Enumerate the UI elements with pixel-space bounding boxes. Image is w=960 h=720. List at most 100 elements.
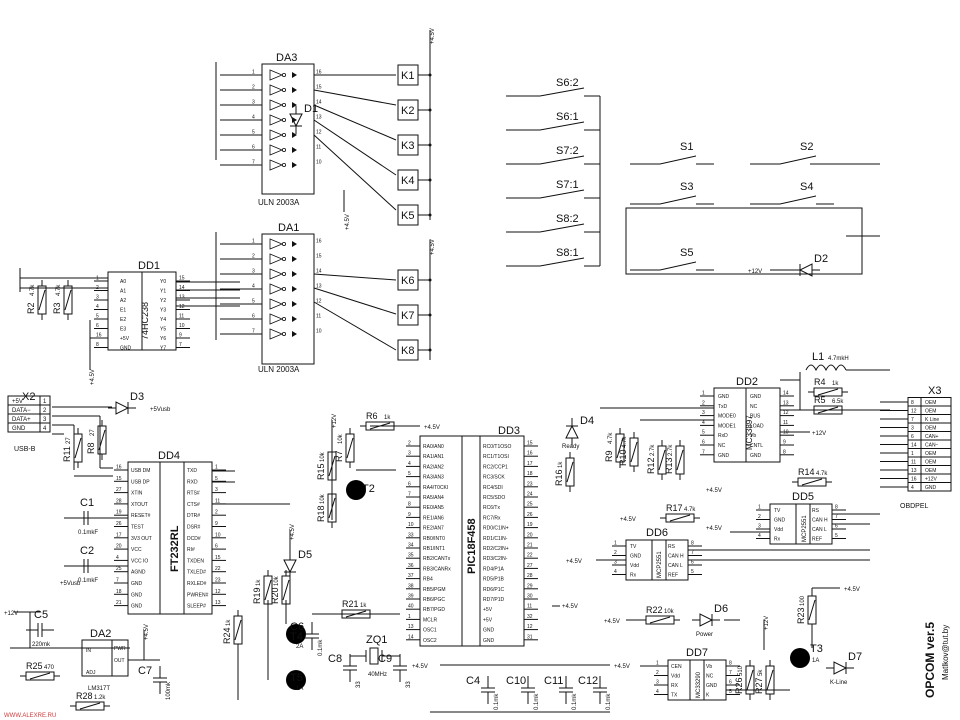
dd2-pin-num: 14 (783, 391, 789, 397)
dd3-pin-num: 13 (408, 624, 414, 630)
svg-text:K2: K2 (401, 105, 414, 117)
dd4-pin-name: TXD (187, 468, 197, 474)
dd3-pin-name: RB1/INT1 (423, 546, 445, 552)
dd4-pin-num: 7 (116, 578, 119, 584)
capacitor-label: C2 (80, 545, 94, 557)
capacitor-value: 0.1mkF (78, 578, 98, 584)
resistor-value: 1.2k (94, 695, 106, 701)
dd3-pin-name: RE1/AN6 (423, 515, 444, 521)
capacitor-label: C10 (506, 675, 526, 687)
dd4-pin-name: XTIN (131, 491, 143, 497)
x3-pin-name: K Line (925, 417, 939, 423)
dd2-pin-name: MODE1 (718, 423, 736, 429)
capacitor-label: C4 (466, 675, 480, 687)
capacitor-label: C6 (290, 621, 304, 633)
switch-s8-2: S8:2 (506, 213, 600, 233)
dd3-pin-num: 22 (527, 553, 533, 559)
dd2-pin-name: BUS (750, 414, 761, 420)
dd3-pin-num: 37 (408, 573, 414, 579)
svg-text:+5Vusb: +5Vusb (60, 581, 81, 587)
x3-pin-num: 3 (911, 426, 914, 432)
dd3-pin-num: 38 (408, 583, 414, 589)
dd5-pin-name: Rx (774, 537, 781, 543)
dd4-pin-num: 9 (215, 521, 218, 527)
svg-text:+12V: +12V (748, 269, 762, 275)
capacitor-label: C5 (34, 609, 48, 621)
dd3-pin-num: 29 (527, 583, 533, 589)
switch-s5: S5 (630, 247, 714, 271)
svg-text:S7:1: S7:1 (556, 179, 579, 191)
dd1-pin-name: Y3 (160, 308, 166, 314)
x3-pin-num: 12 (911, 409, 917, 415)
dd2-label: DD2 (736, 376, 758, 388)
relay-k8: K8 (397, 339, 432, 361)
resistor-label: R27 (754, 677, 764, 694)
resistor-value: 4.7k (816, 471, 828, 477)
t4-value: 1A (812, 658, 819, 664)
dd6-pin-name: Rx (630, 573, 637, 579)
da2-body (81, 639, 129, 677)
resistor-label: R19 (252, 587, 262, 604)
dd4-pin-num: 4 (116, 555, 119, 561)
t5-label: T5 (290, 672, 303, 684)
dd5-pin-num: 2 (758, 514, 761, 520)
svg-text:+4.5V: +4.5V (566, 559, 582, 565)
dd7-pin-name: TX (671, 693, 678, 699)
dd2-pin-name: GND (750, 453, 762, 459)
svg-text:S1: S1 (680, 141, 693, 153)
dd4-pin-name: XTOUT (131, 502, 148, 508)
dd5-pin-name: REF (812, 537, 822, 543)
dd1-pin-name: E3 (120, 327, 126, 333)
svg-text:S6:1: S6:1 (556, 111, 579, 123)
dd4-pin-name: RTS# (187, 491, 200, 497)
dd1-pin-name: Y4 (160, 317, 166, 323)
dd5-pin-name: Vdd (774, 527, 783, 533)
svg-text:S5: S5 (680, 247, 693, 259)
resistor-value: 100 (800, 595, 806, 606)
svg-text:2: 2 (252, 85, 255, 91)
dd4-pin-name: GND (131, 604, 143, 610)
svg-text:4: 4 (252, 284, 255, 290)
da1-body (261, 233, 315, 365)
dd3-body (419, 435, 525, 647)
svg-text:K8: K8 (401, 345, 414, 357)
svg-text:3: 3 (252, 100, 255, 106)
dd3-pin-num: 16 (527, 451, 533, 457)
resistor-label: R3 (52, 302, 62, 314)
dd1-pin-num: 4 (96, 304, 99, 310)
svg-text:+4.5V: +4.5V (604, 619, 620, 625)
dd3-pin-name: RC6/Tx (483, 505, 500, 511)
svg-text:+4.5V: +4.5V (620, 517, 636, 523)
dd4-pin-num: 2 (215, 510, 218, 516)
zq1-value: 40MHz (368, 672, 387, 678)
dd7-part: MC33290 (696, 671, 702, 698)
dd2-pin-num: 2 (702, 400, 705, 406)
dd6-pin-name: TV (630, 544, 637, 550)
dd5-pin-name: RS (812, 508, 820, 514)
da3-label: DA3 (276, 52, 297, 64)
dd2-pin-name: CNTL (750, 443, 763, 449)
resistor-value: 470 (44, 665, 55, 671)
dd5-pin-name: GND (774, 518, 786, 524)
dd5-pin-name: CAN H (812, 518, 828, 524)
dd2-pin-num: 10 (783, 430, 789, 436)
dd4-pin-name: TEST (131, 525, 144, 531)
dd3-pin-name: RD4/P1A (483, 566, 505, 572)
dd2-pin-name: NC (750, 404, 758, 410)
svg-text:K5: K5 (401, 210, 414, 222)
dd6-label: DD6 (646, 527, 668, 539)
x2-pin-num: 4 (43, 426, 47, 432)
svg-text:+4.5V: +4.5V (706, 488, 722, 494)
dd5-pin-name: CAN L (812, 527, 827, 533)
dd2-pin-name: GND (750, 394, 762, 400)
x3-pin-num: 13 (911, 468, 917, 474)
